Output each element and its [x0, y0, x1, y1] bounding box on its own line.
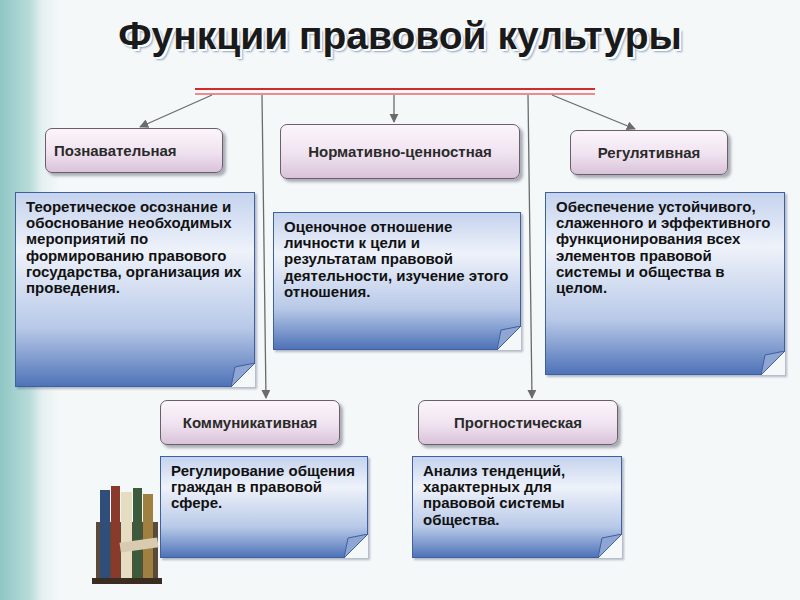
diagram-title: Функции правовой культуры: [0, 14, 800, 58]
folded-corner: [497, 326, 521, 350]
function-name: Нормативно-ценностная: [308, 143, 492, 161]
distribution-bar: [195, 89, 595, 94]
books-illustration: [92, 486, 162, 584]
description-box: Обеспечение устойчивого, слаженного и эф…: [545, 192, 785, 375]
function-box: Прогностическая: [418, 400, 618, 445]
description-text: Обеспечение устойчивого, слаженного и эф…: [556, 199, 776, 296]
folded-corner: [344, 534, 368, 558]
description-box: Анализ тенденций, характерных для правов…: [412, 456, 622, 558]
function-box: Коммуникативная: [160, 400, 340, 445]
function-box: Регулятивная: [570, 130, 728, 175]
description-text: Регулирование общения граждан в правовой…: [171, 463, 359, 512]
function-name: Прогностическая: [454, 414, 582, 432]
description-text: Оценочное отношение личности к цели и ре…: [284, 219, 512, 300]
description-box: Оценочное отношение личности к цели и ре…: [273, 212, 521, 350]
function-box: Нормативно-ценностная: [280, 124, 520, 179]
function-box: Познавательная: [45, 128, 223, 173]
description-box: Теоретическое осознание и обоснование не…: [15, 192, 255, 387]
function-name: Познавательная: [54, 142, 177, 160]
folded-corner: [598, 534, 622, 558]
folded-corner: [231, 363, 255, 387]
function-name: Коммуникативная: [183, 414, 318, 432]
description-text: Анализ тенденций, характерных для правов…: [423, 463, 613, 528]
function-name: Регулятивная: [598, 144, 701, 162]
folded-corner: [761, 351, 785, 375]
description-text: Теоретическое осознание и обоснование не…: [26, 199, 246, 296]
description-box: Регулирование общения граждан в правовой…: [160, 456, 368, 558]
